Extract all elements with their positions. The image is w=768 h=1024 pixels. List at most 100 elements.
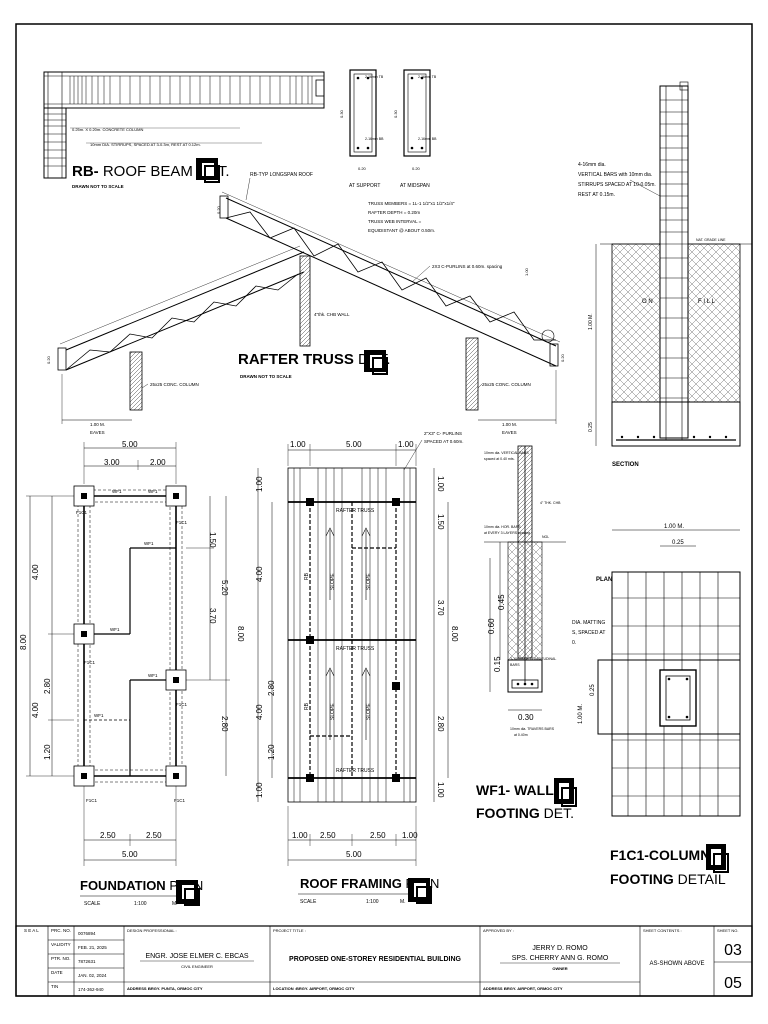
rf-rb-1: RB <box>304 572 310 580</box>
rt-eaves-left-dim: 1.00 M. <box>90 422 105 427</box>
sec-on: O N <box>642 299 653 305</box>
wf-note-5: 10mm dia. TRAVERS BARS <box>510 727 555 731</box>
rf-dim-bot-c: 2.50 <box>370 831 386 840</box>
tb-engineer-role: CIVIL ENGINEER <box>181 964 213 969</box>
rf-dim-left-a: 1.00 <box>255 476 264 492</box>
cf-note-2: S, SPACED AT <box>572 630 605 636</box>
cf-title-1: F1C1-COLUMN & <box>610 847 724 863</box>
fp-wf-3: WF1 <box>144 541 154 546</box>
sec-note-2: VERTICAL BARS with 10mm dia. <box>578 172 652 178</box>
rf-dim-left-d: 1.20 <box>267 744 276 760</box>
wf-dim-060: 0.60 <box>487 618 496 634</box>
tb-validity-label: VALIDITY <box>51 942 71 947</box>
tb-project-title-label: PROJECT TITLE : <box>273 928 306 933</box>
wf-title-2-rest: DET. <box>540 805 574 821</box>
fp-wf-1: WF1 <box>112 489 122 494</box>
roof-beam-detail: 0.25m. X 0.20m. CONCRETE COLUMN 10mm DIA… <box>43 69 437 189</box>
wf-ngl: NGL <box>542 535 549 539</box>
cf-title-icon <box>706 844 729 873</box>
tb-location: BRGY. AIRPORT, ORMOC CITY <box>296 986 355 991</box>
rf-dim-right-e: 2.80 <box>436 716 445 732</box>
tb-sheet-no-label: SHEET NO. <box>717 928 739 933</box>
fp-scale-unit: M. <box>172 901 178 907</box>
rf-scale-value: 1:100 <box>366 899 379 905</box>
cf-note-3: 0. <box>572 640 576 646</box>
rb-mid-bot-bar: 2-16mm BB <box>418 137 437 141</box>
rf-truss-3: RAFTER TRUSS <box>336 768 375 774</box>
fp-fc-3: F1C1 <box>84 660 96 665</box>
rf-dim-right-d: 8.00 <box>450 626 459 642</box>
fp-title-bold: FOUNDATION <box>80 878 166 893</box>
fp-fc-2: F1C1 <box>176 520 188 525</box>
tb-ptr: 7872631 <box>78 959 96 964</box>
rf-purlin-note-1: 2"X3" C- PURLINS <box>424 431 462 436</box>
tb-date-label: DATE <box>51 970 63 975</box>
column-section-detail: 4-16mm dia. VERTICAL BARS with 10mm dia.… <box>578 81 752 468</box>
sec-dim-100: 1.00 M. <box>588 313 594 330</box>
rf-dim-bot-total: 5.00 <box>346 850 362 859</box>
tb-design-prof-label: DESIGN PROFESSIONAL : <box>127 928 177 933</box>
tb-sheet-contents: AS-SHOWN ABOVE <box>649 961 704 967</box>
rt-wall-note: 4"thk. CHB WALL <box>314 312 350 317</box>
rf-dim-left-e: 1.00 <box>255 782 264 798</box>
rt-note-4: EQUIDISTANT @ ABOUT 0.50m. <box>368 228 435 233</box>
rt-dim-100: 1.00 <box>524 267 529 276</box>
fp-fc-4: F1C1 <box>176 702 188 707</box>
rb-support-dim-030: 0.30 <box>339 109 344 118</box>
rt-eaves-right-dim: 1.00 M. <box>502 422 517 427</box>
wf-note-2: 4" THK. CHB <box>540 501 561 505</box>
sec-label: SECTION <box>612 462 639 468</box>
wf-dim-045: 0.45 <box>497 594 506 610</box>
wf-dim-030: 0.30 <box>518 713 534 722</box>
rb-stirrup-note: 10mm DIA. STIRRUPS, SPACED AT 3-0.3m, RE… <box>90 142 201 147</box>
rf-dim-bot-b: 2.50 <box>320 831 336 840</box>
cf-dim-100: 1.00 M. <box>664 524 684 530</box>
rf-dim-right-b: 1.50 <box>436 514 445 530</box>
rf-dim-top-b: 5.00 <box>346 440 362 449</box>
sec-note-1: 4-16mm dia. <box>578 162 606 168</box>
fp-dim-right-d: 2.80 <box>220 716 229 732</box>
rt-note-2: RAFTER DEPTH = 0.20m <box>368 210 420 215</box>
rt-title-icon <box>364 350 388 375</box>
wf-title-icon <box>554 778 577 807</box>
rf-slope-2: SLOPE <box>366 573 372 590</box>
fp-title-icon <box>176 880 200 906</box>
rb-support-top-bar: 2-16mm TB <box>365 75 384 79</box>
sec-ngl: NAT. GRADE LINE <box>696 238 726 242</box>
rb-mid-dim-020: 0.20 <box>412 166 421 171</box>
tb-location-label: LOCATION : <box>273 986 296 991</box>
cf-dim-025: 0.25 <box>672 540 684 546</box>
rb-mid-top-bar: 2-16mm TB <box>418 75 437 79</box>
fp-dim-left-c: 2.80 <box>43 678 52 694</box>
tb-approved-label: APPROVED BY : <box>483 928 514 933</box>
rb-support-dim-020: 0.20 <box>358 166 367 171</box>
fp-dim-left-d: 1.20 <box>43 744 52 760</box>
fp-wf-5: WF1 <box>148 673 158 678</box>
wall-footing-detail: 10mm dia. VERTICAL BARS spaced at 0.40 m… <box>476 445 577 821</box>
rf-dim-right-a: 1.00 <box>436 476 445 492</box>
tb-prc-label: PRC. NO. <box>51 928 71 933</box>
tb-owner-address-label: ADDRESS : <box>483 986 505 991</box>
rf-dim-left-b2: 4.00 <box>255 704 264 720</box>
rt-roof-label: RB-TYP LONGSPAN ROOF <box>250 172 313 178</box>
roof-framing-plan: RAFTER TRUSS RAFTER TRUSS RAFTER TRUSS S… <box>255 431 464 905</box>
wf-note-1: 10mm dia. VERTICAL BARS <box>484 451 529 455</box>
tb-sheet-contents-label: SHEET CONTENTS : <box>643 928 682 933</box>
rf-title-bold: ROOF FRAMING <box>300 876 402 891</box>
wf-note-3b: at EVERY 3 LAYERS spacing <box>484 531 530 535</box>
tb-prc: 0076894 <box>78 931 96 936</box>
rf-dim-right-c: 3.70 <box>436 600 445 616</box>
tb-date: JAN. 02, 2024 <box>78 973 107 978</box>
rt-eaves-left: EAVES <box>90 430 105 435</box>
tb-owner-role: OWNER <box>552 966 567 971</box>
tb-owner-1: JERRY D. ROMO <box>532 945 588 952</box>
rf-slope-1: SLOPE <box>330 573 336 590</box>
fp-wf-2: WF1 <box>148 489 158 494</box>
rt-note-3: TRUSS WEB INTERVAL = <box>368 219 422 224</box>
rf-slope-4: SLOPE <box>366 703 372 720</box>
rb-support-bot-bar: 2-16mm BB <box>365 137 384 141</box>
cf-dim-025v: 0.25 <box>590 684 596 696</box>
rf-scale-label: SCALE <box>300 899 317 905</box>
rb-subtitle: DRAWN NOT TO SCALE <box>72 184 124 189</box>
tb-sheet-no: 03 <box>724 942 742 959</box>
